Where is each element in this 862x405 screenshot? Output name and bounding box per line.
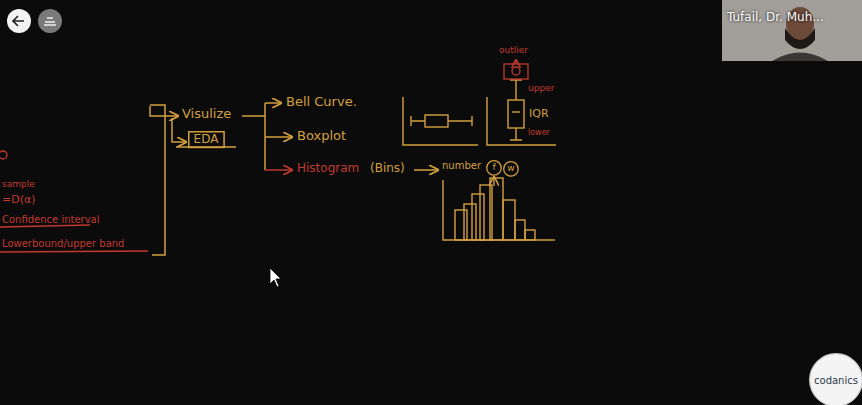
heading: Visulize — [182, 107, 231, 121]
method-label: Histogram — [297, 162, 359, 175]
annotation: outlier — [499, 46, 528, 56]
annotation: lower — [528, 129, 550, 138]
circle-outline — [810, 354, 862, 405]
method-label: (Bins) — [370, 162, 405, 175]
note-label: Confidence interval — [2, 214, 100, 225]
method-label: Bell Curve. — [286, 95, 357, 109]
participant-name: Tufail, Dr. Muh... — [727, 11, 824, 24]
annotation: upper — [528, 84, 554, 94]
symbol-circle: w — [503, 161, 519, 177]
box-outline — [188, 132, 223, 148]
back-button — [7, 9, 31, 33]
process-box: EDA — [188, 131, 225, 148]
branch-arrows — [242, 103, 438, 170]
circle-outline — [487, 161, 501, 175]
node-text: EDA — [194, 133, 219, 146]
bracket — [150, 105, 236, 255]
symbol-circle: f — [486, 160, 502, 176]
node-text: f — [492, 163, 495, 173]
method-label: Boxplot — [297, 129, 346, 143]
note-label: Lowerbound/upper band — [2, 238, 124, 249]
horizontal-boxplot — [403, 97, 478, 145]
outlier-mark — [504, 60, 528, 79]
branch-arrow — [265, 169, 292, 171]
vertical-boxplot — [487, 80, 556, 145]
mouse-cursor — [270, 268, 281, 287]
icon-button — [38, 9, 62, 33]
circle-outline — [504, 162, 518, 176]
node-text: w — [507, 164, 514, 174]
histogram-sketch — [443, 177, 555, 240]
note-label: sample — [2, 180, 35, 190]
node-text: codanics — [814, 375, 858, 386]
red-notes — [0, 151, 148, 252]
logo-badge: codanics — [809, 353, 862, 405]
annotation: IQR — [529, 108, 549, 120]
note-label: number — [442, 160, 481, 171]
webcam-thumbnail — [722, 0, 862, 61]
formula: =D(α) — [2, 194, 36, 206]
